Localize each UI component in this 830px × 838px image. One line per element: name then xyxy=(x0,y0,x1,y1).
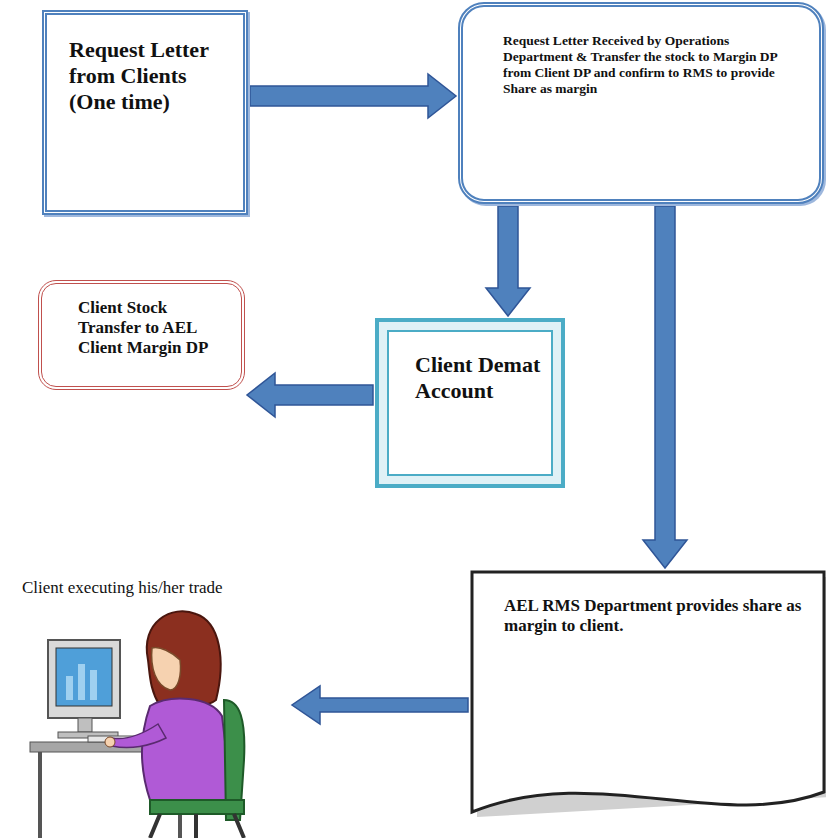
document-border xyxy=(472,572,824,812)
rms-document: AEL RMS Department provides share as mar… xyxy=(470,570,826,832)
pointer-arrow xyxy=(292,686,468,724)
caption-label: Client executing his/her trade xyxy=(22,578,223,598)
flow-arrow xyxy=(643,206,687,568)
node-text: Client Demat Account xyxy=(415,352,549,404)
node-text: Request Letter from Clients (One time) xyxy=(69,37,229,115)
operations-box: Request Letter Received by Operations De… xyxy=(458,2,824,204)
flow-arrow xyxy=(250,74,456,118)
transfer-box: Client Stock Transfer to AEL Client Marg… xyxy=(38,280,245,390)
demat-account-box: Client Demat Account xyxy=(375,318,565,488)
node-text: Client Stock Transfer to AEL Client Marg… xyxy=(78,298,229,358)
node-text: Request Letter Received by Operations De… xyxy=(503,33,799,97)
request-box: Request Letter from Clients (One time) xyxy=(42,10,248,215)
person-at-computer xyxy=(30,611,244,838)
node-text: AEL RMS Department provides share as mar… xyxy=(504,596,802,636)
flow-arrow xyxy=(247,373,373,417)
flow-arrow xyxy=(486,206,530,316)
